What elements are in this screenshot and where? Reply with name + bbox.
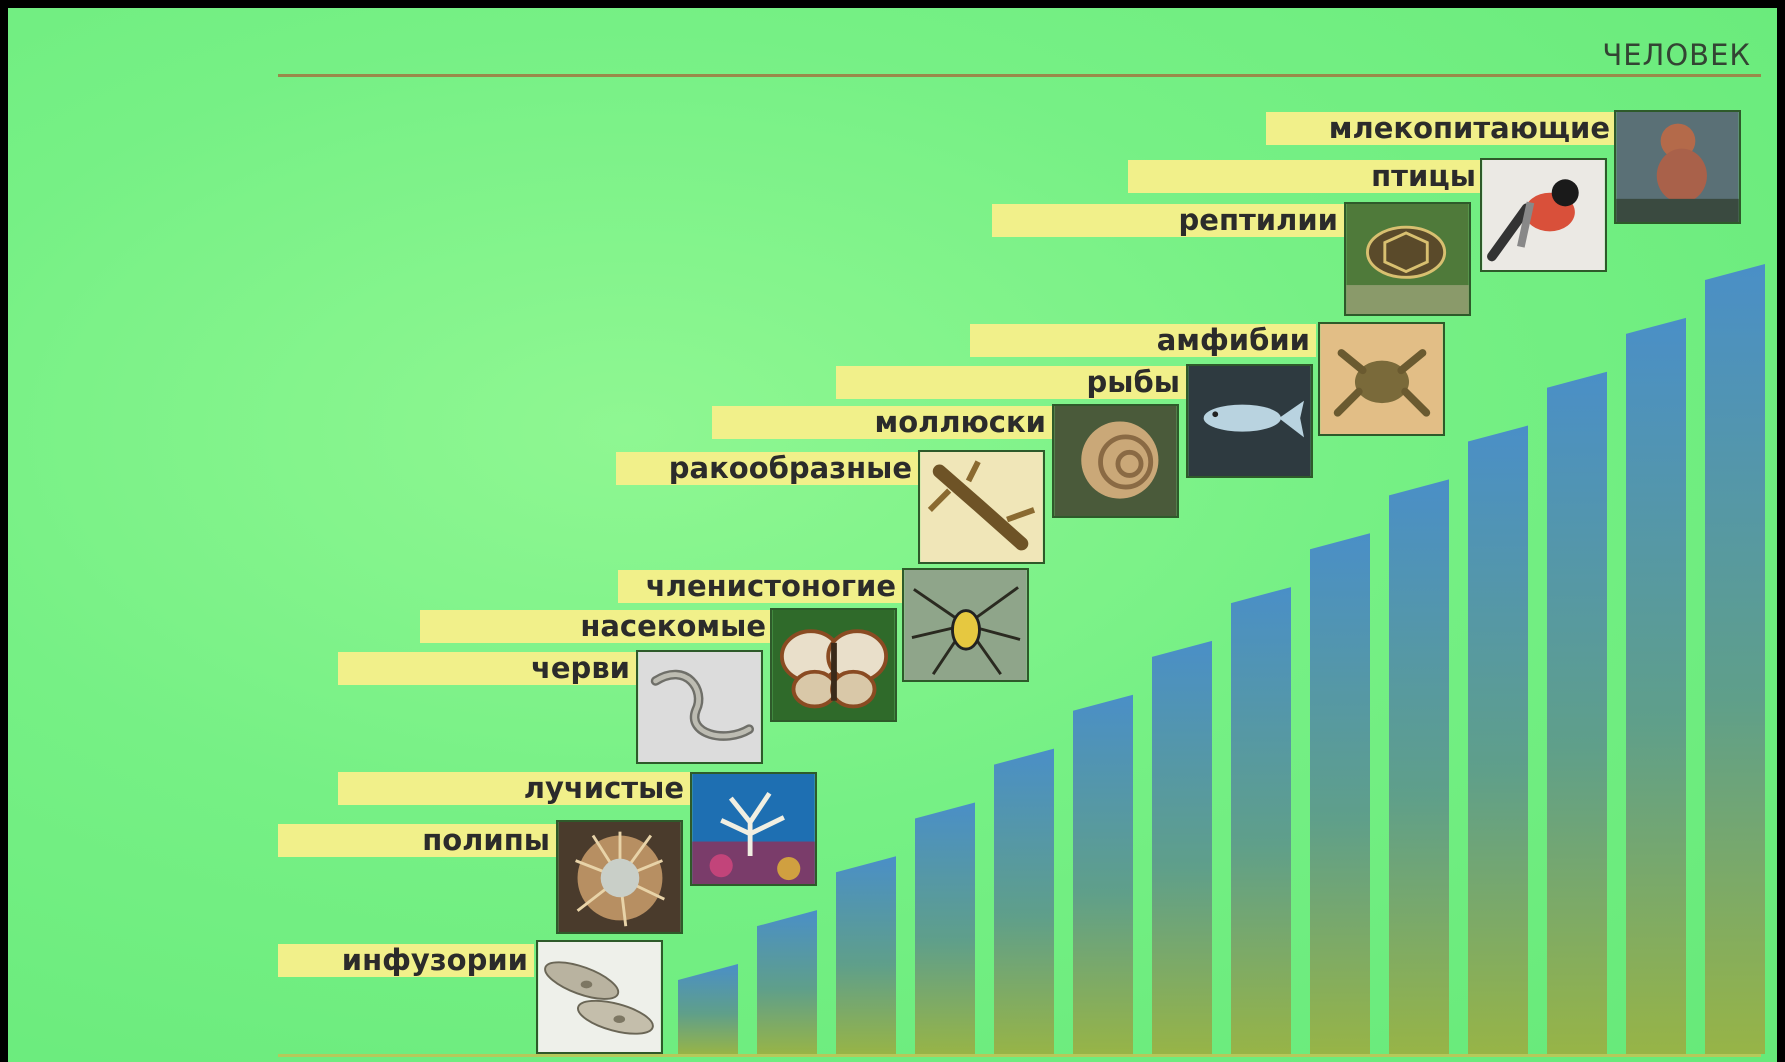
snail-icon [1052,404,1179,518]
paramecium-icon [536,940,663,1054]
label-arthropods: членистоногие [618,570,902,603]
stair-bar [1626,318,1686,1054]
stair-bar [1468,426,1528,1054]
label-fish: рыбы [836,366,1186,399]
label-reptiles: рептилии [992,204,1344,237]
stair-bar [1547,372,1607,1054]
turtle-icon [1344,202,1471,316]
stair-bar [1389,479,1449,1054]
label-amphibians: амфибии [970,324,1316,357]
stair-bar [1152,641,1212,1054]
label-infusoria: инфузории [278,944,534,977]
stair-bar [1310,533,1370,1054]
fish-icon [1186,364,1313,478]
label-birds: птицы [1128,160,1482,193]
label-molluscs: моллюски [712,406,1052,439]
label-insects: насекомые [420,610,772,643]
label-mammals: млекопитающие [1266,112,1616,145]
spider-icon [902,568,1029,682]
polyp-icon [556,820,683,934]
baseline [278,1054,1761,1057]
label-crustaceans: ракообразные [616,452,918,485]
frog-icon [1318,322,1445,436]
stair-bar [1231,587,1291,1054]
monkey-icon [1614,110,1741,224]
label-radiata: лучистые [338,772,690,805]
butterfly-icon [770,608,897,722]
label-polyps: полипы [278,824,556,857]
coral-icon [690,772,817,886]
stair-bar [836,856,896,1054]
worm-icon [636,650,763,764]
bird-icon [1480,158,1607,272]
stair-bar [1073,695,1133,1054]
stair-bar [678,964,738,1054]
crayfish-icon [918,450,1045,564]
stair-bar [994,749,1054,1054]
label-worms: черви [338,652,636,685]
stair-bar [757,910,817,1054]
stair-bar [1705,264,1765,1054]
stair-bar [915,802,975,1054]
